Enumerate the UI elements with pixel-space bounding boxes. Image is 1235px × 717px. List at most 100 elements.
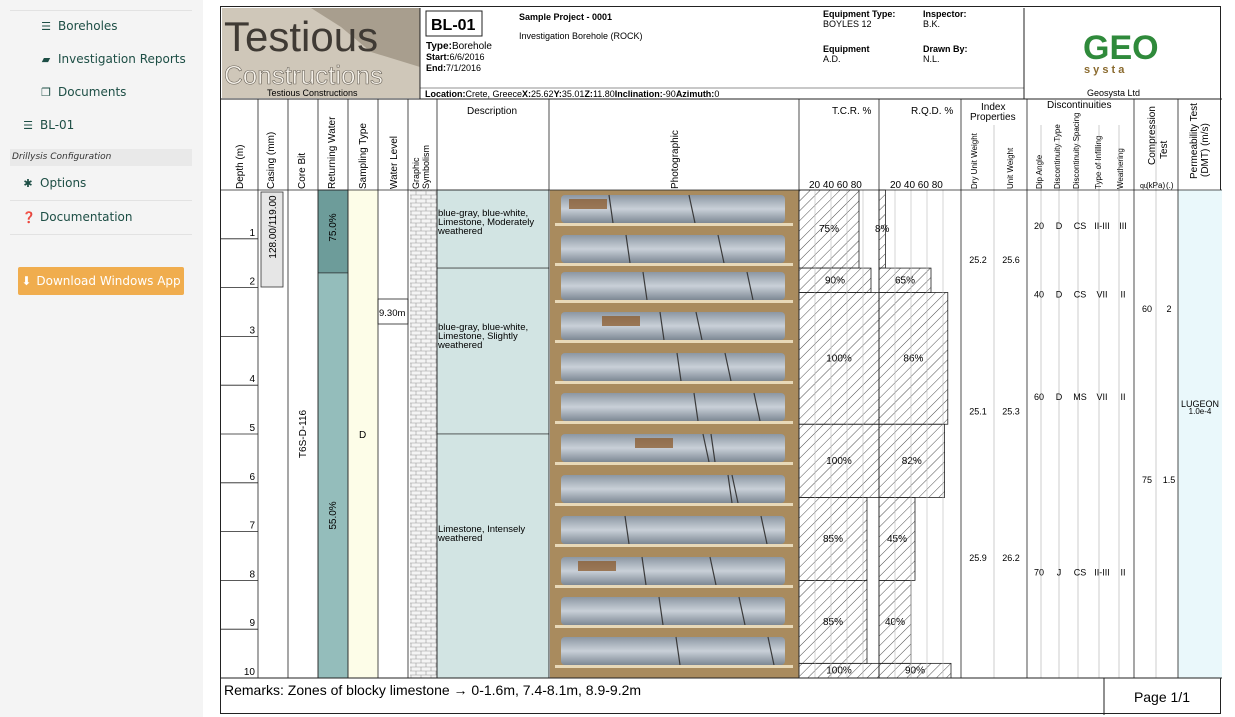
core-photograph [550, 190, 799, 678]
col-header-ratio: (.) [1166, 181, 1174, 190]
compression-ratio-value: 1.5 [1163, 475, 1176, 485]
list-icon: ☰ [41, 19, 51, 33]
remarks: Remarks: Zones of blocky limestone → 0-1… [224, 682, 642, 698]
core-fracture [760, 515, 768, 545]
col-header-discontinuities: Discontinuities [1047, 100, 1111, 111]
unit-weight-value: 25.3 [1002, 406, 1020, 416]
core-sample-row [561, 475, 785, 503]
sidebar-item-label: Documentation [40, 210, 133, 224]
permeability-bg [1178, 190, 1222, 678]
core-fracture [710, 433, 716, 463]
discontinuity-value: 40 [1034, 289, 1044, 299]
tcr-label: 85% [823, 534, 843, 545]
core-box-divider [555, 544, 793, 547]
end-field: End:7/1/2016 [426, 63, 481, 73]
col-header-compression-1: Compression [1147, 106, 1158, 165]
discontinuity-value: 20 [1034, 221, 1044, 231]
company-name: Testious Constructions [267, 88, 358, 98]
col-header-casing: Casing (mm) [266, 132, 277, 189]
inspector-value: B.K. [923, 19, 940, 29]
geosysta-name: Geosysta Ltd [1087, 88, 1140, 98]
borehole-log-canvas: Testious Constructions Testious Construc… [221, 8, 1222, 715]
dry-unit-weight-value: 25.2 [969, 255, 987, 265]
log-body-fills [260, 189, 1222, 679]
core-box-divider [555, 462, 793, 465]
core-sample-row [561, 312, 785, 340]
dry-unit-weight-value: 25.1 [969, 406, 987, 416]
col-header-unit-weight: Unit Weight [1006, 147, 1015, 189]
casing-bar [260, 191, 284, 288]
sampling-type-bg [348, 190, 378, 678]
rqd-label: 8% [875, 224, 890, 235]
sidebar-item-documents[interactable]: ❐ Documents [40, 85, 126, 99]
sidebar: ☰ Boreholes ▰ Investigation Reports ❐ Do… [0, 0, 203, 717]
tcr-label: 100% [826, 456, 852, 467]
download-icon: ⬇ [21, 274, 32, 288]
project-description: Investigation Borehole (ROCK) [519, 31, 643, 41]
depth-label: 4 [249, 374, 255, 385]
type-field: Type:Borehole [426, 41, 492, 52]
dry-unit-weight-value: 25.9 [969, 553, 987, 563]
core-oxidation-stain [602, 316, 640, 326]
core-fracture [688, 194, 696, 224]
sidebar-item-documentation[interactable]: ❓ Documentation [22, 210, 133, 224]
core-fracture [676, 352, 682, 382]
header: Testious Constructions Testious Construc… [221, 8, 1222, 100]
depth-label: 7 [249, 521, 255, 532]
col-header-discontinuity-type: Discontinuity Type [1053, 124, 1062, 189]
core-fracture [709, 556, 717, 586]
graphic-symbol-limestone [410, 190, 437, 678]
tcr-label: 85% [823, 617, 843, 628]
core-box-divider [555, 263, 793, 266]
question-icon: ❓ [22, 210, 36, 224]
col-header-permeability-2: (DMT) (m/s) [1200, 123, 1211, 177]
drawn-by-label: Drawn By: [923, 44, 968, 54]
col-header-returning-water: Returning Water [327, 116, 338, 189]
sidebar-item-bl-01[interactable]: ☰ BL-01 [22, 118, 74, 132]
gear-icon: ✱ [23, 176, 33, 190]
tcr-label: 100% [826, 353, 852, 364]
core-box-divider [555, 585, 793, 588]
col-header-weathering: Weathering [1116, 148, 1125, 189]
depth-label: 3 [249, 325, 255, 336]
col-header-discontinuity-spacing: Discontinuity Spacing [1072, 113, 1081, 189]
borehole-id: BL-01 [431, 17, 476, 34]
logo-texture [311, 8, 420, 67]
col-header-rqd: R.Q.D. % [911, 106, 953, 117]
borehole-log-sheet: Testious Constructions Testious Construc… [220, 6, 1222, 715]
permeability-value: 1.0e-4 [1189, 407, 1212, 416]
unit-weight-value: 26.2 [1002, 553, 1020, 563]
discontinuity-value: II-III [1094, 568, 1110, 578]
discontinuity-value: III [1119, 221, 1127, 231]
sidebar-item-label: Investigation Reports [58, 52, 186, 66]
core-sample-row [561, 353, 785, 381]
core-box-divider [555, 665, 793, 668]
column-headers: Depth (m) Casing (mm) Core Bit Returning… [235, 100, 1211, 191]
core-fracture [731, 474, 739, 504]
core-sample-row [561, 393, 785, 421]
discontinuity-value: II [1120, 568, 1125, 578]
sidebar-item-investigation-reports[interactable]: ▰ Investigation Reports [40, 52, 186, 66]
col-header-dip-angle: Dip Angle [1035, 154, 1044, 189]
col-header-photographic: Photographic [670, 130, 681, 189]
geosysta-logo-sub: s y s t a [1084, 64, 1125, 76]
depth-label: 9 [249, 618, 255, 629]
rqd-bar [878, 267, 932, 293]
sidebar-item-options[interactable]: ✱ Options [22, 176, 86, 190]
compression-ratio-value: 2 [1166, 304, 1171, 314]
discontinuity-value: 70 [1034, 568, 1044, 578]
discontinuity-value: II [1120, 289, 1125, 299]
compression-qu-value: 60 [1142, 304, 1152, 314]
col-header-dry-unit-weight: Dry Unit Weight [970, 132, 979, 189]
rqd-label: 90% [905, 666, 925, 677]
copy-icon: ❐ [41, 85, 51, 99]
download-windows-app-button[interactable]: ⬇ Download Windows App [18, 267, 184, 295]
drawn-by-value: N.L. [923, 54, 940, 64]
sidebar-item-boreholes[interactable]: ☰ Boreholes [40, 19, 117, 33]
discontinuity-value: VII [1096, 289, 1107, 299]
core-fracture [767, 636, 775, 666]
returning-water-value: 55.0% [328, 501, 339, 529]
col-header-qu: qu [1140, 183, 1148, 190]
col-header-sampling-type: Sampling Type [358, 123, 369, 189]
core-sample-row [561, 235, 785, 263]
